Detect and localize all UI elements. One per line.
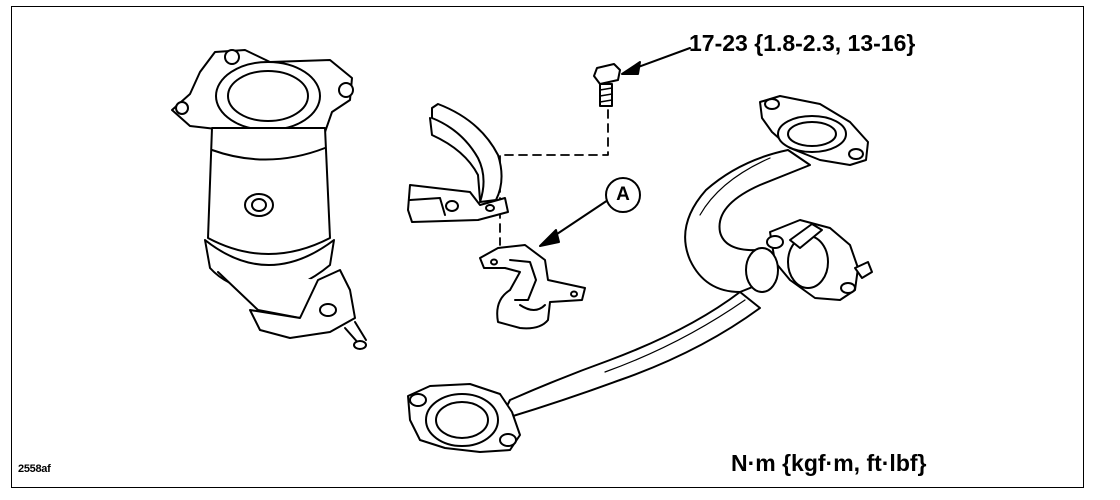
front-exhaust-pipe (407, 95, 873, 453)
figure-id: 2558af (18, 463, 51, 475)
torque-arrow (621, 47, 691, 75)
reference-arrow (539, 199, 609, 247)
mounting-bracket (407, 103, 509, 223)
catalytic-converter (171, 49, 367, 350)
diagram-frame (11, 6, 1084, 488)
install-guide-line (499, 109, 609, 201)
bolt-icon (593, 63, 621, 107)
reference-label-a: A (605, 177, 641, 213)
units-legend: N·m {kgf·m, ft·lbf} (731, 450, 927, 476)
clamp-part-a (479, 244, 586, 330)
torque-spec-label: 17-23 {1.8-2.3, 13-16} (689, 30, 916, 56)
